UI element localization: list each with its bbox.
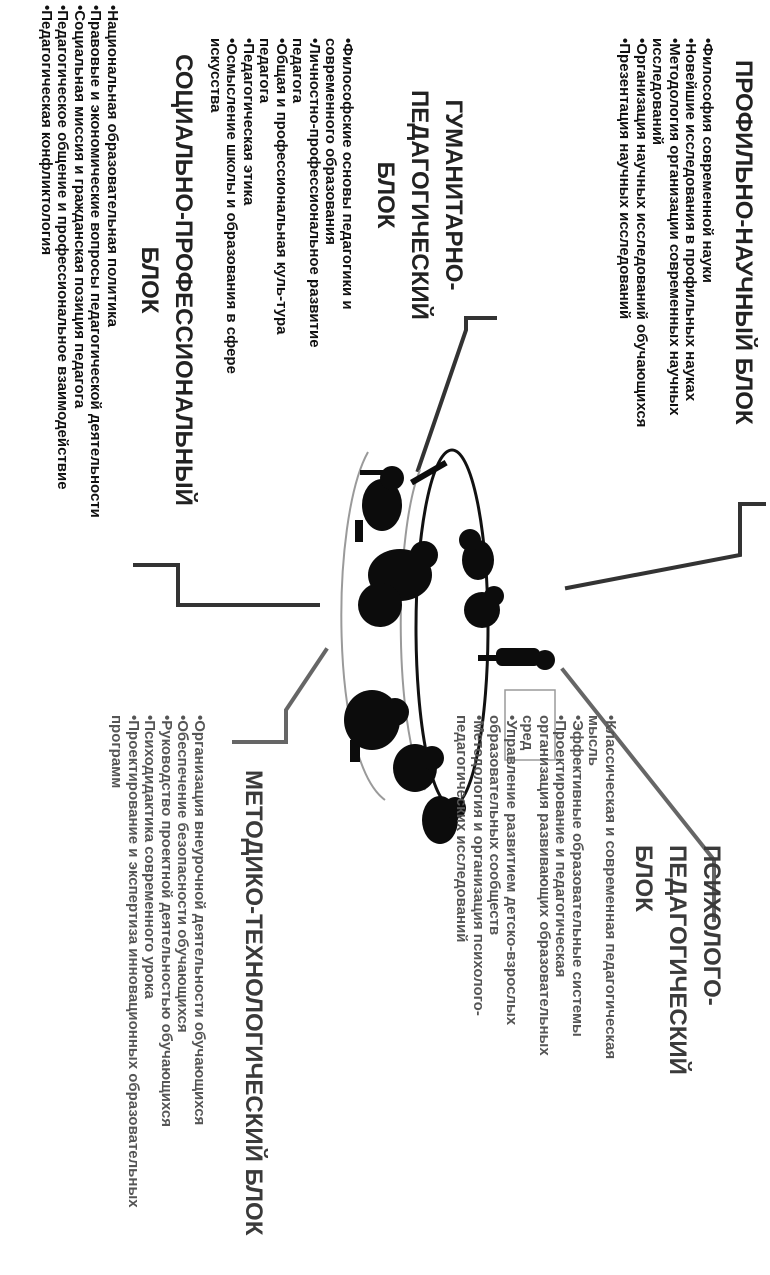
- chair-back: [410, 460, 448, 486]
- chair-base: [360, 470, 395, 475]
- chair-leg: [350, 740, 360, 762]
- list-item: Проектирование и экспертиза инновационны…: [108, 715, 143, 1270]
- social-block-list: Национальная образовательная политика Пр…: [38, 5, 121, 645]
- list-item: Социальная миссия и гражданская позиция …: [71, 5, 88, 645]
- psycho-block-list: Классическая и современная педагогическа…: [453, 715, 620, 1070]
- humanitarian-block-title: ГУМАНИТАРНО- ПЕДАГОГИЧЕСКИЙ БЛОК: [372, 90, 467, 320]
- presenter-head: [535, 650, 555, 670]
- connector-social: [133, 563, 320, 607]
- people-silhouettes: [344, 460, 555, 844]
- person-head: [410, 541, 438, 569]
- list-item: Педагогическая этика: [240, 38, 257, 383]
- list-item: Правовые и экономические вопросы педагог…: [87, 5, 105, 645]
- list-item: Национальная образовательная политика: [104, 5, 121, 645]
- connector-humanitarian: [415, 316, 497, 473]
- person-body: [358, 583, 402, 627]
- person-head: [380, 466, 404, 490]
- list-item: Организация внеурочной деятельности обуч…: [191, 715, 208, 1270]
- list-item: Обеспечение безопасности обучающихся: [174, 715, 192, 1270]
- list-item: Организация научных исследований обучающ…: [633, 38, 650, 498]
- person-head: [381, 698, 409, 726]
- list-item: Управление развитием детско-взрослых обр…: [486, 715, 521, 1070]
- list-item: Проектирование и педагогическая организа…: [519, 715, 570, 1070]
- list-item: Личностно-профессиональное развитие педа…: [289, 38, 324, 383]
- list-item: Презентация научных исследований: [616, 38, 634, 498]
- list-item: Педагогическое общение и профессионально…: [54, 5, 72, 645]
- list-item: Эффективные образовательные системы: [569, 715, 586, 1070]
- list-item: Общая и профессиональная куль-тура педаг…: [256, 38, 291, 383]
- presenter-legs: [478, 655, 500, 661]
- list-item: Философские основы педагогики и современ…: [322, 38, 357, 383]
- list-item: Педагогическая конфликтология: [38, 5, 55, 645]
- method-block-title: МЕТОДИКО-ТЕХНОЛОГИЧЕСКИЙ БЛОК: [240, 770, 267, 1236]
- person-head: [484, 586, 504, 606]
- connector-method: [232, 647, 329, 744]
- list-item: Психодидактика современного урока: [141, 715, 159, 1270]
- social-block-title: СОЦИАЛЬНО-ПРОФЕССИОНАЛЬНЫЙ БЛОК: [136, 54, 197, 506]
- chair-leg: [355, 520, 363, 542]
- list-item: Методология организации современных науч…: [649, 38, 684, 498]
- presenter-body: [496, 648, 540, 666]
- profile-block-list: Философия современной науки Новейшие исс…: [616, 38, 717, 498]
- psycho-block-title: ПСИХОЛОГО- ПЕДАГОГИЧЕСКИЙ БЛОК: [630, 845, 725, 1075]
- list-item: Осмысление школы и образования в сфере и…: [207, 38, 241, 383]
- chair-left-outline: [340, 451, 386, 801]
- list-item: Философия современной науки: [699, 38, 716, 498]
- method-block-list: Организация внеурочной деятельности обуч…: [108, 715, 209, 1270]
- list-item: Руководство проектной деятельностью обуч…: [158, 715, 175, 1270]
- connector-profile: [564, 502, 766, 591]
- person-head: [420, 746, 444, 770]
- list-item: Новейшие исследования в профильных наука…: [682, 38, 700, 498]
- list-item: Методология и организация психолого-педа…: [453, 715, 488, 1070]
- profile-block-title: ПРОФИЛЬНО-НАУЧНЫЙ БЛОК: [730, 60, 757, 425]
- person-body: [362, 479, 402, 531]
- person-head: [459, 529, 481, 551]
- list-item: Классическая и современная педагогическа…: [585, 715, 620, 1070]
- humanitarian-block-list: Философские основы педагогики и современ…: [207, 38, 356, 383]
